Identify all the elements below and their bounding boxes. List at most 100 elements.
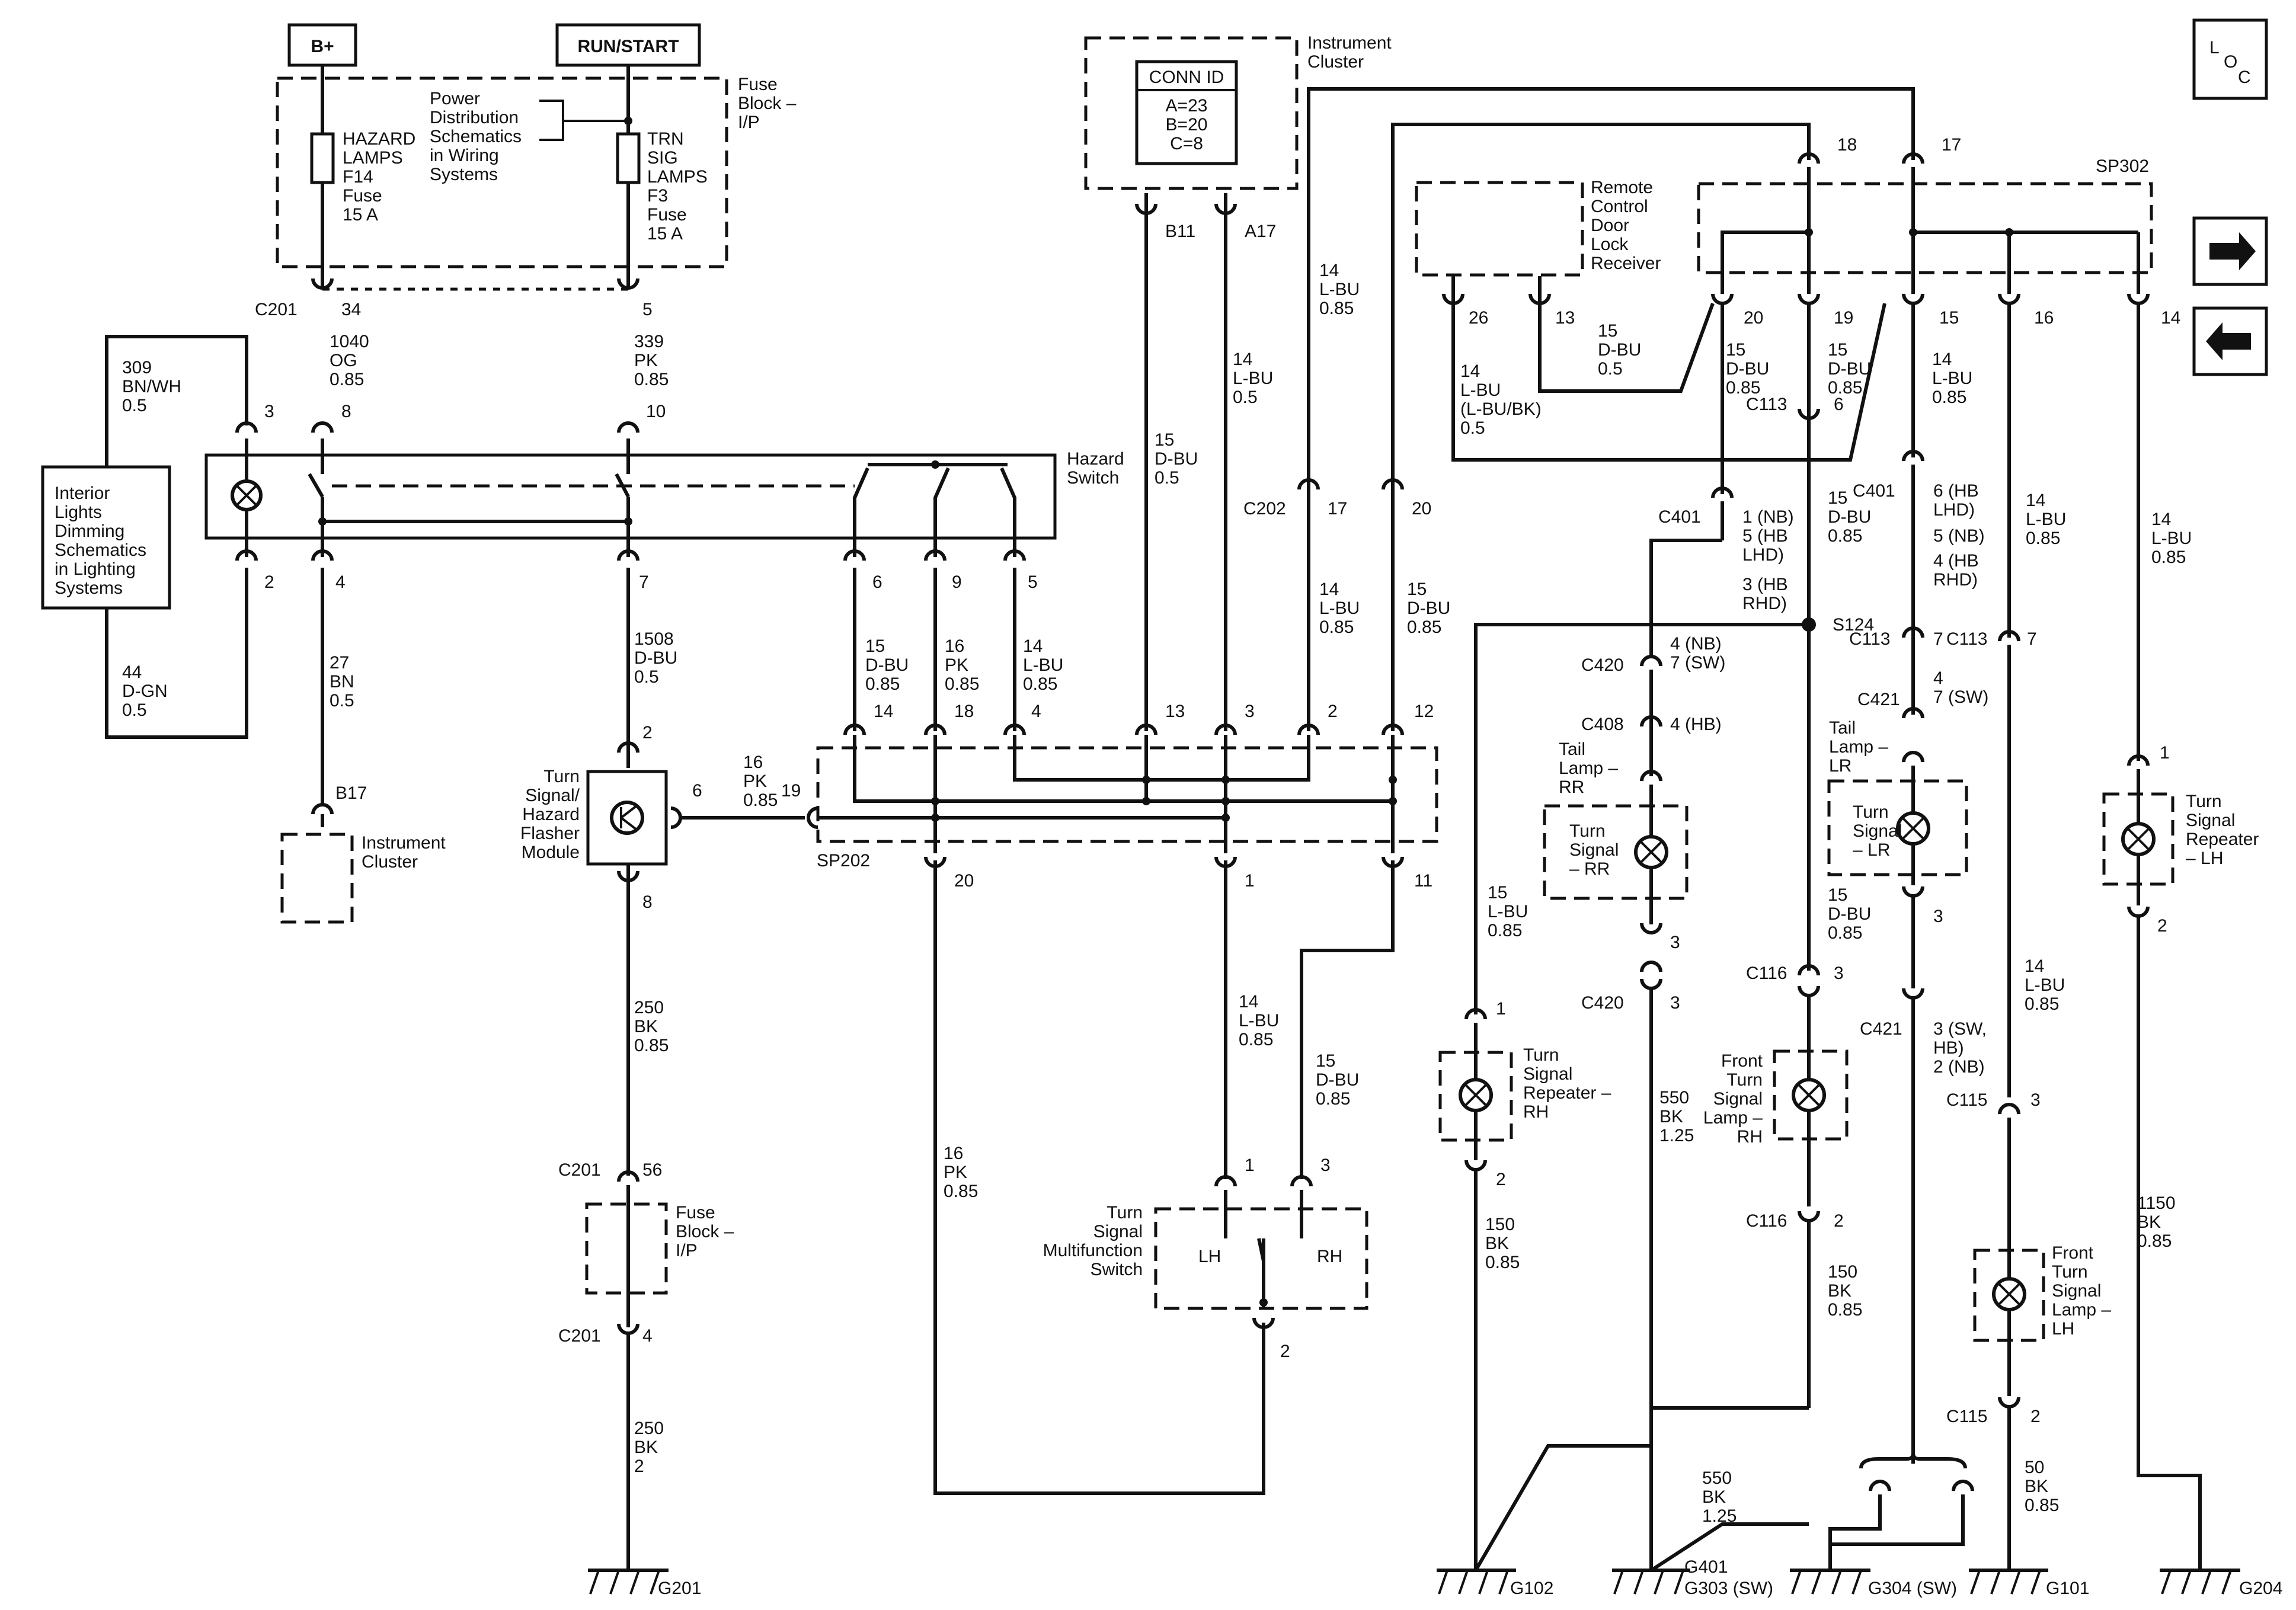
svg-text:Instrument: Instrument bbox=[1307, 33, 1392, 53]
svg-text:3: 3 bbox=[2030, 1090, 2041, 1110]
svg-text:C421: C421 bbox=[1860, 1019, 1902, 1039]
svg-text:C420: C420 bbox=[1581, 993, 1624, 1013]
svg-text:CONN ID: CONN ID bbox=[1149, 68, 1224, 87]
svg-text:D-BU: D-BU bbox=[1828, 359, 1871, 379]
svg-text:LAMPS: LAMPS bbox=[343, 148, 403, 168]
svg-text:Lock: Lock bbox=[1591, 235, 1629, 254]
svg-text:50: 50 bbox=[2025, 1458, 2044, 1477]
svg-text:Schematics: Schematics bbox=[430, 127, 522, 146]
svg-text:0.5: 0.5 bbox=[1598, 359, 1623, 379]
svg-text:2: 2 bbox=[642, 723, 653, 742]
svg-text:BK: BK bbox=[634, 1017, 658, 1036]
svg-text:Turn: Turn bbox=[1569, 821, 1606, 841]
svg-text:BK: BK bbox=[2137, 1212, 2161, 1232]
svg-text:L-BU: L-BU bbox=[1233, 369, 1273, 388]
svg-text:Signal: Signal bbox=[2186, 811, 2235, 830]
nav-forward-button[interactable] bbox=[2192, 216, 2268, 286]
svg-text:14: 14 bbox=[1233, 350, 1252, 369]
svg-text:15: 15 bbox=[1316, 1051, 1335, 1071]
turn-signal-lr: C113 7 C421 4 7 (SW) Tail Lamp – LR Turn… bbox=[1650, 626, 1988, 1572]
svg-text:Systems: Systems bbox=[430, 165, 498, 184]
svg-text:Turn: Turn bbox=[2052, 1262, 2088, 1282]
svg-text:13: 13 bbox=[1165, 702, 1185, 721]
svg-text:309: 309 bbox=[122, 358, 152, 377]
svg-text:0.5: 0.5 bbox=[634, 667, 659, 687]
svg-text:0.85: 0.85 bbox=[945, 674, 979, 694]
ground-g304: G304 (SW) bbox=[1790, 1569, 1957, 1598]
svg-text:0.85: 0.85 bbox=[743, 790, 778, 810]
svg-text:C116: C116 bbox=[1746, 1211, 1787, 1231]
svg-text:6: 6 bbox=[872, 572, 882, 592]
svg-text:D-BU: D-BU bbox=[1407, 598, 1450, 618]
svg-text:15: 15 bbox=[1828, 885, 1847, 905]
svg-text:B17: B17 bbox=[335, 783, 367, 803]
svg-text:SP302: SP302 bbox=[2096, 156, 2149, 176]
svg-text:Systems: Systems bbox=[55, 578, 123, 598]
svg-text:0.85: 0.85 bbox=[1316, 1089, 1350, 1109]
svg-text:C116: C116 bbox=[1746, 964, 1787, 983]
svg-text:15: 15 bbox=[1939, 308, 1959, 328]
svg-text:250: 250 bbox=[634, 1419, 664, 1438]
svg-text:C115: C115 bbox=[1946, 1407, 1988, 1426]
svg-text:0.85: 0.85 bbox=[2137, 1231, 2172, 1251]
svg-text:12: 12 bbox=[1414, 702, 1434, 721]
svg-text:LHD): LHD) bbox=[1742, 545, 1784, 565]
svg-text:C202: C202 bbox=[1243, 499, 1286, 518]
svg-text:A17: A17 bbox=[1245, 222, 1276, 241]
fuse-block-ip-bottom: C201 56 Fuse Block – I/P C201 4 250 BK 2 bbox=[558, 1160, 734, 1570]
svg-text:D-BU: D-BU bbox=[1598, 340, 1641, 360]
svg-text:BK: BK bbox=[1659, 1107, 1683, 1126]
svg-text:3: 3 bbox=[1245, 702, 1255, 721]
svg-text:Signal: Signal bbox=[1569, 840, 1619, 860]
svg-text:0.85: 0.85 bbox=[1239, 1030, 1273, 1049]
svg-text:– LH: – LH bbox=[2186, 849, 2223, 868]
svg-text:Fuse: Fuse bbox=[738, 75, 778, 94]
svg-text:3: 3 bbox=[1834, 964, 1844, 983]
svg-text:0.85: 0.85 bbox=[944, 1182, 978, 1201]
svg-text:A=23: A=23 bbox=[1166, 96, 1208, 116]
svg-text:18: 18 bbox=[954, 702, 974, 721]
svg-text:1 (NB): 1 (NB) bbox=[1742, 507, 1794, 527]
svg-text:LH: LH bbox=[1198, 1247, 1221, 1266]
svg-text:44: 44 bbox=[122, 662, 142, 682]
svg-text:F3: F3 bbox=[647, 186, 668, 206]
svg-text:0.85: 0.85 bbox=[1726, 378, 1760, 398]
svg-text:BK: BK bbox=[1485, 1234, 1509, 1253]
svg-text:5: 5 bbox=[1028, 572, 1038, 592]
svg-text:1: 1 bbox=[2160, 743, 2170, 763]
svg-text:D-BU: D-BU bbox=[1155, 449, 1198, 469]
svg-text:RR: RR bbox=[1559, 777, 1584, 797]
svg-text:C201: C201 bbox=[558, 1326, 601, 1346]
svg-text:2: 2 bbox=[1834, 1211, 1844, 1231]
svg-text:C: C bbox=[2238, 68, 2251, 87]
svg-text:15 A: 15 A bbox=[343, 205, 378, 225]
svg-text:26: 26 bbox=[1469, 308, 1488, 328]
turn-signal-rr: C420 4 (NB) 7 (SW) C408 4 (HB) Tail Lamp… bbox=[1543, 630, 1725, 1570]
svg-text:Distribution: Distribution bbox=[430, 108, 519, 127]
svg-text:Lamp –: Lamp – bbox=[1703, 1108, 1763, 1128]
svg-text:RH: RH bbox=[1523, 1102, 1549, 1122]
svg-text:14: 14 bbox=[1239, 992, 1258, 1012]
svg-text:14: 14 bbox=[1319, 580, 1339, 599]
svg-text:Switch: Switch bbox=[1091, 1260, 1143, 1279]
instrument-cluster-top: Instrument Cluster CONN ID A=23 B=20 C=8… bbox=[1084, 33, 1392, 731]
svg-text:550: 550 bbox=[1659, 1088, 1689, 1108]
svg-text:20: 20 bbox=[954, 871, 974, 891]
svg-text:G401: G401 bbox=[1684, 1557, 1728, 1577]
svg-text:Multifunction: Multifunction bbox=[1043, 1241, 1143, 1260]
svg-text:TRN: TRN bbox=[647, 129, 684, 149]
svg-text:0.85: 0.85 bbox=[1828, 1300, 1862, 1320]
nav-back-button[interactable] bbox=[2192, 306, 2268, 376]
c113-c401-region: C113 6 15 D-BU 0.85 C401 1 (NB) 5 (HB LH… bbox=[1474, 303, 1985, 1014]
svg-text:250: 250 bbox=[634, 998, 664, 1017]
svg-text:4: 4 bbox=[1933, 668, 1943, 688]
battery-source: B+ bbox=[287, 23, 357, 67]
svg-text:5: 5 bbox=[642, 300, 653, 319]
svg-text:Flasher: Flasher bbox=[520, 824, 580, 843]
svg-text:13: 13 bbox=[1555, 308, 1575, 328]
svg-text:2: 2 bbox=[2030, 1407, 2041, 1426]
svg-text:Power: Power bbox=[430, 89, 480, 108]
svg-text:L-BU: L-BU bbox=[1023, 655, 1063, 675]
svg-text:C=8: C=8 bbox=[1170, 134, 1203, 153]
